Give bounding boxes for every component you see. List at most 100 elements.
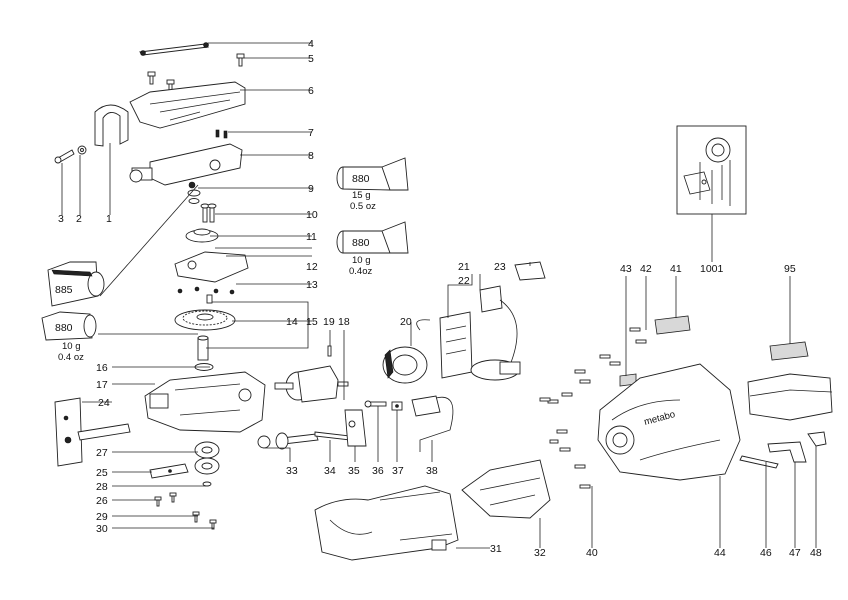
part-27-bearings	[194, 441, 220, 475]
part-2-washer	[77, 145, 87, 155]
part-15-shaft	[197, 335, 209, 361]
part-35-lever	[344, 409, 367, 447]
grease-mid-qty2: 0.4oz	[349, 266, 372, 277]
part-33-knob	[257, 432, 319, 450]
callout-25: 25	[96, 467, 108, 479]
callout-28: 28	[96, 481, 108, 493]
callout-44: 44	[714, 547, 726, 559]
part-47-bracket	[767, 441, 807, 463]
part-48-clip	[807, 431, 827, 447]
callout-33: 33	[286, 465, 298, 477]
part-95-label	[769, 341, 809, 361]
part-31-housing-shell	[314, 485, 459, 561]
callout-12: 12	[306, 261, 318, 273]
callout-9: 9	[308, 183, 314, 195]
part-17-gear-housing	[144, 371, 266, 433]
part-11-disc	[185, 228, 219, 243]
part-32-inner-cover	[461, 459, 551, 519]
part-29-30-screws	[192, 511, 217, 530]
callout-1: 1	[106, 213, 112, 225]
part-44-motor-housing: metabo	[597, 363, 741, 481]
part-7-pins	[215, 129, 228, 139]
part-20-stator	[382, 346, 428, 384]
callout-24: 24	[98, 397, 110, 409]
callout-31: 31	[490, 543, 502, 555]
callout-48: 48	[810, 547, 822, 559]
part-40-screws	[547, 399, 591, 489]
callout-4: 4	[308, 38, 314, 50]
part-10-bolts	[200, 203, 217, 223]
part-34-pin	[314, 431, 351, 441]
grease-tube-mid: 880 10 g 0.4oz	[336, 221, 409, 277]
callout-35: 35	[348, 465, 360, 477]
part-28-washer	[202, 481, 212, 487]
callout-43: 43	[620, 263, 632, 275]
callout-46: 46	[760, 547, 772, 559]
callout-36: 36	[372, 465, 384, 477]
part-4-strap	[139, 42, 209, 56]
part-6-top-cover	[129, 81, 246, 129]
callout-32: 32	[534, 547, 546, 559]
part-12-plate	[174, 251, 249, 283]
callout-16: 16	[96, 362, 108, 374]
grease-mid-code: 880	[352, 237, 370, 249]
callout-8: 8	[308, 150, 314, 162]
grease-tube-left-small: 880 10 g 0.4 oz	[41, 311, 97, 363]
grease-top-qty2: 0.5 oz	[350, 201, 376, 212]
part-24-guide-plate	[54, 397, 131, 467]
callout-22: 22	[458, 275, 470, 287]
callout-42: 42	[640, 263, 652, 275]
grease-left-big-code: 885	[55, 284, 73, 296]
callout-95: 95	[784, 263, 796, 275]
callout-47: 47	[789, 547, 801, 559]
grease-top-code: 880	[352, 173, 370, 185]
callout-10: 10	[306, 209, 318, 221]
part-42-screws	[539, 327, 647, 402]
part-3-screw	[54, 149, 75, 164]
callout-14: 14	[286, 316, 298, 328]
part-1-handle-bow	[94, 104, 129, 147]
callout-18: 18	[338, 316, 350, 328]
part-95-battery-pack	[747, 373, 833, 421]
grease-tube-left-big: 885	[47, 261, 105, 307]
callout-38: 38	[426, 465, 438, 477]
part-41-label	[654, 315, 691, 335]
part-36-screw	[364, 400, 387, 408]
part-18-motor-armature	[274, 365, 349, 403]
part-8-spindle-assembly	[129, 143, 243, 186]
grease-left-small-code: 880	[55, 322, 73, 334]
callout-6: 6	[308, 85, 314, 97]
part-46-bar	[739, 455, 779, 469]
callout-26: 26	[96, 495, 108, 507]
part-25-clamp	[149, 463, 189, 479]
grease-tube-top: 880 15 g 0.5 oz	[336, 157, 409, 212]
leader-lines	[61, 42, 817, 549]
callout-30: 30	[96, 523, 108, 535]
callout-34: 34	[324, 465, 336, 477]
part-14-gear	[174, 309, 236, 331]
callout-3: 3	[58, 213, 64, 225]
callout-11: 11	[306, 231, 317, 243]
grease-left-small-qty1: 10 g	[62, 341, 81, 352]
grease-left-small-qty2: 0.4 oz	[58, 352, 84, 363]
part-19-small-pin	[327, 345, 332, 357]
callout-40: 40	[586, 547, 598, 559]
callout-17: 17	[96, 379, 108, 391]
part-13-small-parts	[177, 286, 235, 304]
callout-13: 13	[306, 279, 318, 291]
grease-top-qty1: 15 g	[352, 190, 371, 201]
part-1001-wiring-diagram	[676, 125, 747, 215]
part-board-lower	[470, 359, 521, 381]
part-26-screws	[154, 492, 177, 507]
callout-2: 2	[76, 213, 82, 225]
callout-37: 37	[392, 465, 404, 477]
callout-27: 27	[96, 447, 108, 459]
part-37-clip	[391, 401, 403, 411]
callout-20: 20	[400, 316, 412, 328]
callout-1001: 1001	[700, 263, 724, 275]
callout-29: 29	[96, 511, 108, 523]
callout-7: 7	[308, 127, 314, 139]
callout-labels: 4 5 6 7 8 9 10 11 12 13 14 15 16 17 18 1…	[58, 38, 822, 559]
grease-mid-qty1: 10 g	[352, 255, 371, 266]
